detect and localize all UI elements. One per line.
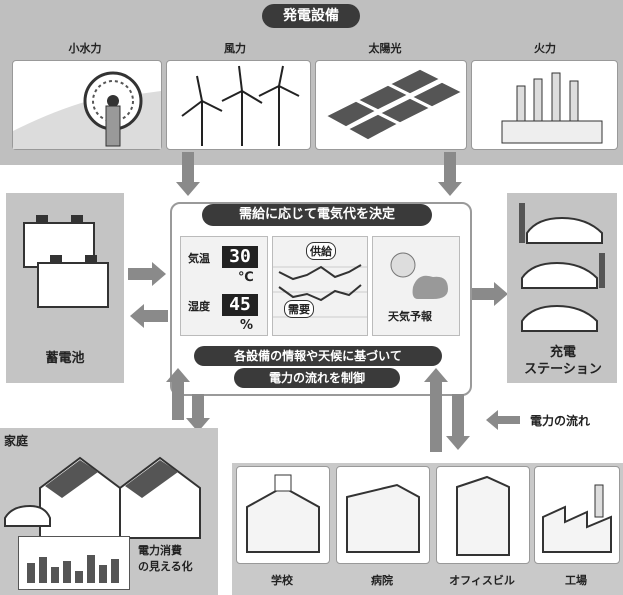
consumer-label-office: オフィスビル [449,574,515,587]
flow-arrow-consumer-down [452,394,464,438]
bar-graph-icon [27,555,119,583]
source-label-hydro: 小水力 [68,42,102,55]
legend-label: 電力の流れ [530,414,591,428]
consumer-label-hospital: 病院 [371,574,393,587]
wind-turbine-icon [181,65,300,146]
solar-panel-icon [324,68,464,141]
charging-label-line1: 充電 [549,345,576,360]
storage-box [6,193,124,383]
humidity-label: 湿度 [188,300,210,313]
flow-legend-arrow-icon [486,410,520,430]
storage-label: 蓄電池 [45,351,85,366]
flow-arrow-to-storage [142,310,168,322]
generation-title: 発電設備 [262,4,360,28]
supply-label: 供給 [306,242,336,260]
source-card-thermal [471,60,618,150]
consumer-label-factory: 工場 [565,574,587,587]
arrow-head-icon [130,304,144,328]
control-footer-line1: 各設備の情報や天候に基づいて [194,346,442,366]
flow-arrow-consumer-up [430,380,442,452]
office-building-icon [456,475,510,556]
control-footer-line2: 電力の流れを制御 [234,368,400,388]
control-title: 需給に応じて電気代を決定 [202,204,432,226]
arrow-head-icon [424,368,448,382]
flow-arrow-home-up [172,380,184,420]
source-label-wind: 風力 [224,42,246,55]
hospital-icon [346,483,420,553]
temperature-value: 30 [222,246,258,268]
home-box [0,428,218,595]
source-card-solar [315,60,467,150]
arrow-head-icon [494,282,508,306]
monitor-label-line2: の見える化 [138,560,193,573]
power-monitor [18,536,130,590]
electric-car-icon [519,203,605,332]
flow-arrow-to-center [128,268,154,280]
flow-arrow-gen-right [444,152,456,184]
school-icon [246,474,320,553]
home-label: 家庭 [4,434,29,448]
consumer-card-factory [534,466,620,564]
humidity-unit: % [240,318,254,333]
supply-demand-chart [273,264,367,318]
forecast-label: 天気予報 [388,310,432,323]
temperature-unit: ℃ [238,270,254,285]
supply-line [278,264,362,281]
humidity-value: 45 [222,294,258,316]
power-plant-icon [501,72,603,144]
source-label-thermal: 火力 [534,42,556,55]
source-label-solar: 太陽光 [368,42,402,55]
demand-label: 需要 [284,300,314,318]
consumer-card-hospital [336,466,430,564]
source-card-wind [166,60,311,150]
consumer-label-school: 学校 [271,574,293,587]
battery-icon [23,215,109,308]
charging-label-line2: ステーション [524,362,602,377]
weather-forecast-icon [390,252,448,299]
house-icon [4,456,201,539]
charging-box [507,193,617,383]
consumer-card-office [436,466,530,564]
arrow-head-icon [166,368,190,382]
factory-icon [542,484,612,553]
consumer-card-school [236,466,330,564]
arrow-head-icon [186,418,210,432]
arrow-head-icon [152,262,166,286]
water-wheel-icon [13,71,161,149]
arrow-head-icon [438,182,462,196]
flow-arrow-gen-left [182,152,194,184]
demand-line [278,284,362,302]
flow-arrow-to-charging [472,288,496,300]
monitor-label-line1: 電力消費 [138,544,182,557]
temperature-label: 気温 [188,252,210,265]
flow-arrow-home-down [192,394,204,420]
arrow-head-icon [176,182,200,196]
forecast-panel [372,236,460,336]
source-card-hydro [12,60,162,150]
arrow-head-icon [446,436,470,450]
